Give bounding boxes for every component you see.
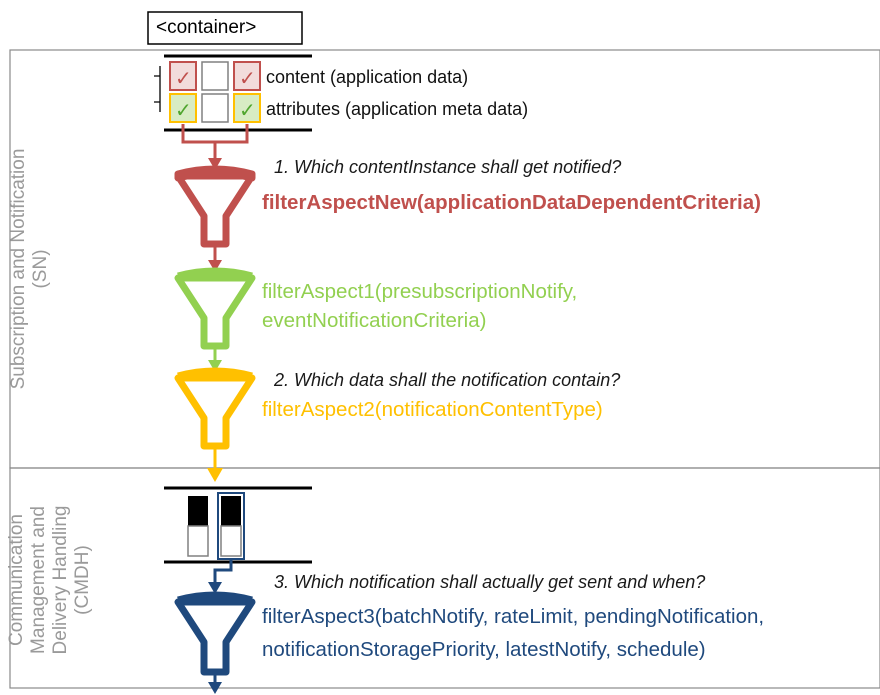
content-check-cell-left: [169, 61, 197, 91]
content-check-cell-right: [233, 61, 261, 91]
legend-attributes-label: attributes (application meta data): [266, 99, 529, 119]
attr-empty-cell-mid: [201, 93, 229, 123]
legend-bracket: [154, 66, 161, 112]
filter-aspect-2: filterAspect2(notificationContentType): [262, 398, 603, 421]
filter-aspect-1-line2: eventNotificationCriteria): [262, 309, 487, 332]
attr-check-cell-left: [169, 93, 197, 123]
red-connector: [181, 124, 249, 160]
funnel-filter-icon-blue: [174, 591, 256, 676]
arrow-down-icon: [208, 360, 222, 372]
arrow-down-icon: [208, 682, 222, 694]
sn-label-line1: Subscription and Notification: [8, 148, 29, 390]
slot-left-empty: [187, 525, 209, 557]
question-3: 3. Which notification shall actually get…: [274, 572, 706, 592]
arrow-down-icon: [208, 260, 222, 272]
arrow-down-icon: [208, 582, 222, 594]
filter-aspect-3-line2: notificationStoragePriority, latestNotif…: [262, 638, 706, 661]
funnel-filter-icon-red: [174, 165, 256, 248]
check-mark-icon: ✓: [175, 100, 192, 122]
filter-aspect-new: filterAspectNew(applicationDataDependent…: [262, 191, 761, 214]
cmdh-slot-grid: [187, 492, 245, 560]
check-mark-icon: ✓: [239, 100, 256, 122]
content-empty-cell-mid: [201, 61, 229, 91]
question-2: 2. Which data shall the notification con…: [274, 370, 621, 390]
cmdh-section-box: [9, 467, 880, 689]
attr-check-cell-right: [233, 93, 261, 123]
sn-label-line2: (SN): [29, 249, 51, 289]
slot-right-empty: [220, 525, 242, 557]
container-label-box: [147, 11, 303, 45]
funnel-filter-icon-green: [174, 267, 256, 350]
arrow-down-icon: [207, 468, 223, 482]
data-checkbox-grid: ✓ ✓ ✓ ✓: [169, 61, 261, 123]
question-1: 1. Which contentInstance shall get notif…: [274, 157, 622, 177]
blue-connector: [213, 560, 233, 584]
check-mark-icon: ✓: [239, 68, 256, 90]
legend-content-label: content (application data): [266, 67, 469, 87]
filter-aspect-3-line1: filterAspect3(batchNotify, rateLimit, pe…: [262, 605, 765, 628]
check-mark-icon: ✓: [175, 68, 192, 90]
cmdh-label-line1: Communication: [6, 514, 27, 646]
arrow-down-icon: [208, 158, 222, 170]
sn-section-label: Subscription and Notification (SN): [8, 129, 58, 409]
cmdh-section-label: Communication Management and Delivery Ha…: [6, 480, 98, 680]
container-label: <container>: [156, 17, 257, 38]
filter-aspect-1-line1: filterAspect1(presubscriptionNotify,: [262, 280, 578, 303]
cmdh-label-line3: Delivery Handling: [49, 505, 71, 655]
funnel-filter-icon-yellow: [174, 367, 256, 450]
slot-right-filled: [221, 496, 241, 526]
slot-left-filled: [188, 496, 208, 526]
cmdh-label-line2: Management and: [27, 506, 49, 654]
cmdh-label-line4: (CMDH): [71, 545, 93, 615]
